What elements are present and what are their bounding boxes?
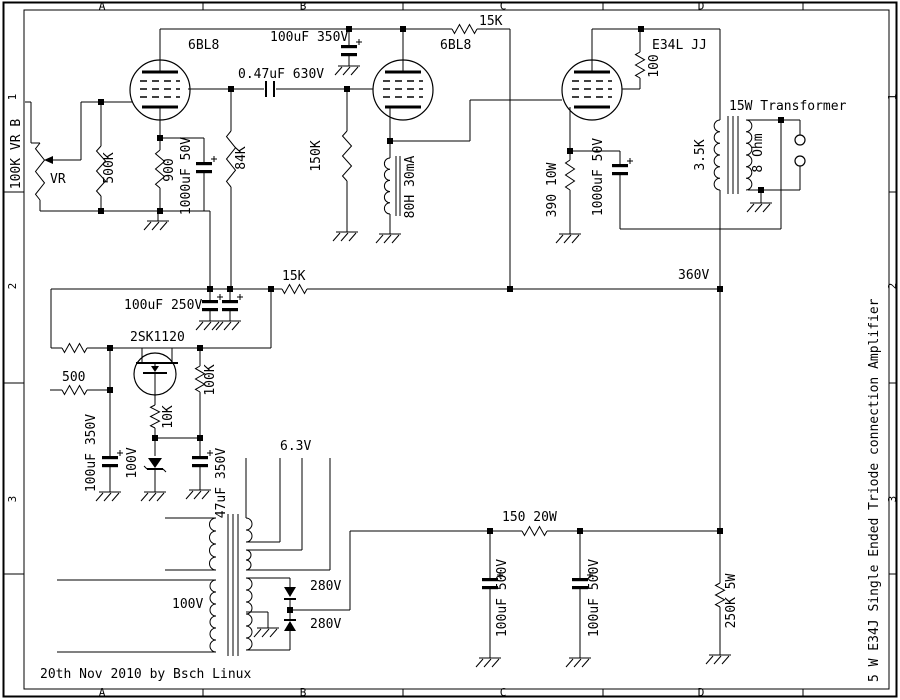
inductors [209,116,753,653]
mosfet-2sk1120 [133,352,178,396]
label-rail-r: 15K [282,269,306,284]
grid-number: 1 [886,94,899,101]
grid-letter: A [99,686,106,699]
label-mosfet: 2SK1120 [130,330,185,345]
label-bleeder-r: 250K 5W [724,573,739,628]
label-sec-bot-v: 280V [310,617,341,632]
resistor-500k [95,145,107,197]
speaker-output-jacks [794,134,806,167]
label-heater-v: 6.3V [280,439,311,454]
power-trans-heater-a [245,517,253,543]
resistor-250k-5w [714,582,726,608]
label-choke: 80H 30mA [403,156,418,219]
resistor-390-10w [564,159,576,191]
label-filter-r: 150 20W [502,510,557,525]
resistor-900 [154,149,166,189]
frame-grid-letters: A B C D A B C D 1 2 3 1 2 3 [6,0,899,699]
output-transformer-secondary [745,119,753,191]
label-bias-r: 390 10W [545,162,560,217]
label-grid2-r: 150K [309,140,324,171]
label-sec-top-v: 280V [310,579,341,594]
label-cathode-cap: 1000uF 50V [179,137,194,215]
label-tube2: 6BL8 [440,38,471,53]
label-zener-v: 100V [125,447,140,478]
grid-letter: B [300,0,307,13]
grid-letter: B [300,686,307,699]
side-title: 5 W E34J Single Ended Triode connection … [867,298,882,682]
label-tube3: E34L JJ [652,38,707,53]
resistor-10k [149,404,161,429]
power-trans-heater-b [245,549,252,571]
pot-wiper-arrow [44,156,53,164]
junction-dots [98,26,784,613]
label-primary-z: 3.5K [693,139,708,170]
label-screen-r: 100 [647,54,662,77]
label-grid-r: 500K [102,152,117,183]
grid-letter: A [99,0,106,13]
label-r10k: 10K [161,405,176,429]
resistor-15k-rail [281,283,308,295]
resistor-100k [194,365,206,393]
tube-6bl8-stage2 [372,59,434,121]
label-tube1: 6BL8 [188,38,219,53]
label-r100k: 100K [203,364,218,395]
label-secondary-z: 8 Ohm [751,133,766,172]
grid-letter: D [698,686,705,699]
rectifier-diode-top [284,587,296,600]
power-transformer-primary-100v [209,579,217,653]
resistor-100-screen [634,51,646,79]
resistor-150-20w [521,525,548,537]
output-transformer-primary [713,119,721,191]
label-psu-cap2: 100uF 500V [587,559,602,637]
label-psu-cap1: 100uF 500V [495,559,510,637]
ground-symbols [95,65,773,668]
frame-ticks [4,2,896,697]
label-b-plus: 360V [678,268,709,283]
electrolytic-capacitors [101,38,634,590]
tube-6bl8-stage1 [129,59,191,121]
zener-diode-100v [143,458,167,473]
resistor-gate [61,342,88,354]
grid-number: 2 [886,283,899,290]
date-note: 20th Nov 2010 by Bsch Linux [40,667,251,682]
label-volume-pot: 100K VR B [9,119,24,190]
grid-number: 3 [886,496,899,503]
resistor-15k-plate [451,23,478,35]
resistor-84k [225,130,237,188]
grid-letter: C [500,686,507,699]
tube-e34l-output [561,59,623,121]
label-cathode-r: 900 [162,158,177,181]
choke-80h [383,157,391,215]
label-mains-v: 100V [172,597,203,612]
grid-letter: D [698,0,705,13]
label-bypass-cap: 1000uF 50V [591,138,606,216]
label-cap47: 47uF 350V [214,448,229,519]
grid-letter: C [500,0,507,13]
grid-number: 2 [6,283,19,290]
power-trans-ht-winding [245,577,253,651]
label-reg-cap: 100uF 350V [84,414,99,492]
power-transformer-heater-left [209,517,217,571]
grid-number: 3 [6,496,19,503]
label-output-transformer: 15W Transformer [729,99,847,114]
label-coupling-cap: 0.47uF 630V [238,67,324,82]
label-vr: VR [50,172,66,187]
grid-number: 1 [6,94,19,101]
label-b2-cap: 100uF 350V [270,30,348,45]
component-labels: 6BL8 6BL8 E34L JJ 0.47uF 630V 100uF 350V… [9,14,847,637]
resistor-500 [61,384,88,396]
label-load-r: 84K [234,146,249,170]
label-r500: 500 [62,370,85,385]
volume-pot-body [34,142,46,201]
label-rail-caps: 100uF 250V [124,298,202,313]
label-plate-r: 15K [479,14,503,29]
resistors [34,23,726,608]
resistor-150k [341,130,353,182]
rectifier-diode-bottom [284,619,296,631]
capacitor-coupling-film [265,81,275,97]
